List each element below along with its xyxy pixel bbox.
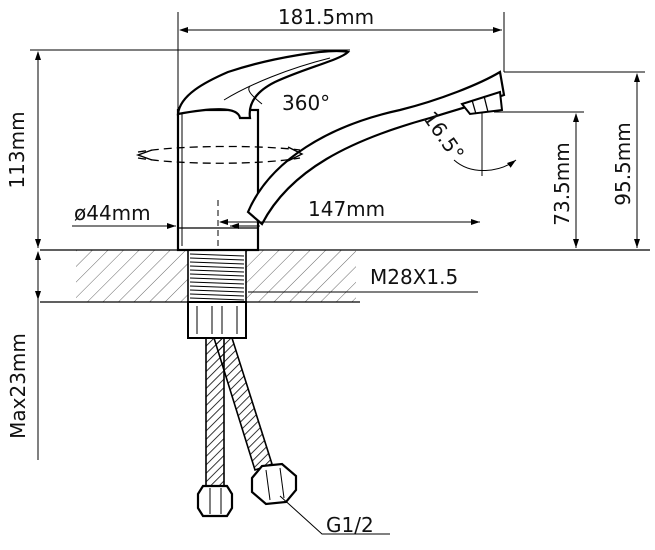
dimension-height-113: 113mm bbox=[5, 49, 350, 248]
thread-line bbox=[189, 277, 245, 281]
faucet-spout bbox=[246, 70, 506, 226]
thread-line bbox=[189, 269, 245, 273]
dimension-total-height: 95.5mm bbox=[504, 71, 645, 248]
hose-connector-nut-left bbox=[196, 484, 234, 518]
thread-line bbox=[189, 265, 245, 269]
label-spout-reach: 147mm bbox=[308, 197, 385, 221]
dimension-spout-reach: 147mm bbox=[219, 197, 480, 225]
label-height-113: 113mm bbox=[5, 111, 29, 188]
label-total-width: 181.5mm bbox=[278, 5, 374, 29]
dimension-spout-angle: 16.5° bbox=[418, 107, 517, 176]
thread-line bbox=[189, 289, 245, 293]
thread-line bbox=[189, 281, 245, 285]
thread-line bbox=[189, 273, 245, 277]
faucet-body bbox=[176, 108, 260, 252]
label-spout-height: 73.5mm bbox=[550, 142, 574, 226]
dimension-total-width: 181.5mm bbox=[177, 5, 505, 110]
dimension-max-mount: Max23mm bbox=[6, 251, 41, 460]
label-hose-thread: G1/2 bbox=[326, 513, 374, 537]
label-thread: M28X1.5 bbox=[370, 265, 458, 289]
faucet-lever-handle bbox=[176, 50, 351, 120]
thread-line bbox=[189, 293, 245, 297]
thread-line bbox=[189, 257, 245, 261]
dimension-rotation: 360° bbox=[248, 85, 330, 115]
label-spout-angle: 16.5° bbox=[418, 107, 469, 165]
hose-thread-callout: G1/2 bbox=[279, 495, 390, 537]
thread-line bbox=[189, 285, 245, 289]
countertop-section bbox=[40, 249, 650, 303]
rotation-indicator bbox=[135, 145, 304, 164]
dimension-diameter: ø44mm bbox=[72, 201, 260, 229]
label-total-height: 95.5mm bbox=[611, 122, 635, 206]
mounting-nut bbox=[187, 301, 247, 339]
thread-line bbox=[189, 261, 245, 265]
label-rotation: 360° bbox=[282, 91, 330, 115]
threaded-shank bbox=[187, 249, 247, 303]
label-max-mount: Max23mm bbox=[6, 333, 30, 439]
thread-line bbox=[189, 297, 245, 301]
dimension-spout-height: 73.5mm bbox=[494, 111, 584, 248]
flexible-hoses bbox=[205, 337, 273, 487]
hose-connector-nut-right bbox=[250, 462, 298, 506]
thread-callout: M28X1.5 bbox=[248, 265, 478, 293]
label-diameter: ø44mm bbox=[74, 201, 151, 225]
thread-line bbox=[189, 253, 245, 257]
